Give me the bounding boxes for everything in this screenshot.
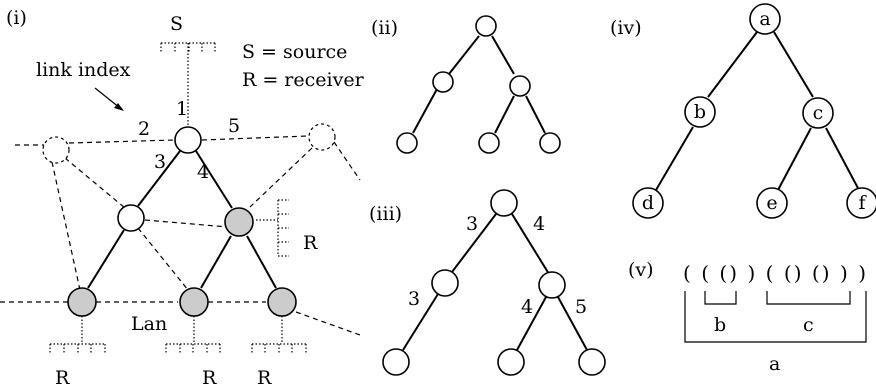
tree-iv-node-a: a	[749, 3, 781, 35]
panel-iii-label: (iii)	[369, 203, 402, 225]
tree-links	[87, 150, 277, 289]
tree-iii-link-label-2: 4	[533, 213, 545, 235]
source-antenna	[160, 42, 216, 125]
network-node-mid-right	[224, 207, 254, 237]
receiver-label-right: R	[303, 232, 318, 254]
tree-iv-label-d: d	[642, 192, 654, 214]
panel-v: (v) ( ( () ) ( () () ) ) b c a	[628, 259, 867, 375]
bracket-c	[766, 291, 851, 305]
tree-ii-right	[509, 75, 531, 97]
legend-source: S = source	[242, 41, 347, 63]
tree-iv-node-e: e	[756, 187, 788, 219]
link-number-5: 5	[228, 115, 240, 137]
network-node-dashed-left	[42, 136, 70, 164]
tree-iii-root	[490, 189, 518, 217]
link-number-3: 3	[154, 151, 166, 173]
tree-iii-link-label-1: 3	[466, 213, 478, 235]
bracket-a-label: a	[769, 353, 780, 375]
panel-i: (i) S S = source R = receiver link index	[0, 7, 365, 388]
panel-ii: (ii)	[371, 15, 561, 154]
tree-iii-link-label-5: 5	[575, 296, 587, 318]
panel-v-label: (v)	[628, 259, 654, 281]
tree-iv-label-f: f	[858, 192, 867, 214]
bracket-b	[704, 291, 737, 305]
receiver-antenna-2	[165, 316, 221, 354]
network-node-leaf-1	[67, 287, 97, 317]
bracket-c-label: c	[803, 314, 814, 336]
tree-iii-leaf-1	[382, 348, 410, 376]
tree-iv-label-c: c	[813, 102, 824, 124]
receiver-antenna-right	[256, 199, 289, 257]
link-number-2: 2	[138, 118, 150, 140]
tree-ii-leaf-2	[478, 132, 500, 154]
tree-ii-leaf-3	[539, 132, 561, 154]
tree-iv-node-d: d	[632, 187, 664, 219]
network-node-dashed-right	[308, 123, 336, 151]
receiver-antenna-1	[49, 316, 106, 354]
tree-iv-label-b: b	[694, 101, 706, 123]
tree-iii-link-label-4: 4	[521, 296, 533, 318]
receiver-antenna-3	[251, 316, 307, 354]
network-node-leaf-2	[179, 287, 209, 317]
tree-ii-left	[432, 71, 454, 93]
tree-iii-link-label-3: 3	[408, 288, 420, 310]
tree-iv-node-f: f	[846, 187, 876, 219]
tree-iii-leaf-2	[497, 348, 525, 376]
link-index-arrow	[94, 87, 124, 111]
network-node-root	[174, 126, 202, 154]
network-node-leaf-3	[267, 287, 297, 317]
receiver-label-2: R	[202, 367, 217, 388]
tree-iv-label-a: a	[759, 8, 770, 30]
link-index-label: link index	[36, 59, 131, 81]
panel-i-label: (i)	[6, 7, 27, 29]
tree-ii-leaf-1	[396, 132, 418, 154]
receiver-label-1: R	[55, 367, 70, 388]
receiver-label-3: R	[257, 367, 272, 388]
link-number-4: 4	[197, 161, 209, 183]
tree-iii-left	[431, 269, 459, 297]
dashed-links	[0, 135, 361, 336]
bracket-b-label: b	[714, 314, 726, 336]
panel-iii: (iii) 3 4 3 4 5	[369, 189, 606, 376]
legend-receiver: R = receiver	[242, 69, 365, 91]
tree-iv-label-e: e	[766, 192, 777, 214]
panel-ii-label: (ii)	[371, 17, 398, 39]
tree-iv-node-b: b	[684, 96, 716, 128]
tree-ii-root	[475, 15, 497, 37]
bracket-parens: ( ( () ) ( () () ) )	[683, 261, 866, 285]
tree-iii-right	[538, 271, 566, 299]
link-number-1: 1	[176, 98, 188, 120]
lan-label: Lan	[131, 313, 167, 335]
panel-iv: (iv) a b c d e f	[610, 3, 876, 219]
network-node-mid-left	[117, 204, 145, 232]
panel-iv-label: (iv)	[610, 17, 642, 39]
tree-iv-node-c: c	[802, 97, 834, 129]
bracket-a	[684, 291, 867, 343]
tree-iii-leaf-3	[578, 348, 606, 376]
source-label: S	[170, 13, 183, 35]
